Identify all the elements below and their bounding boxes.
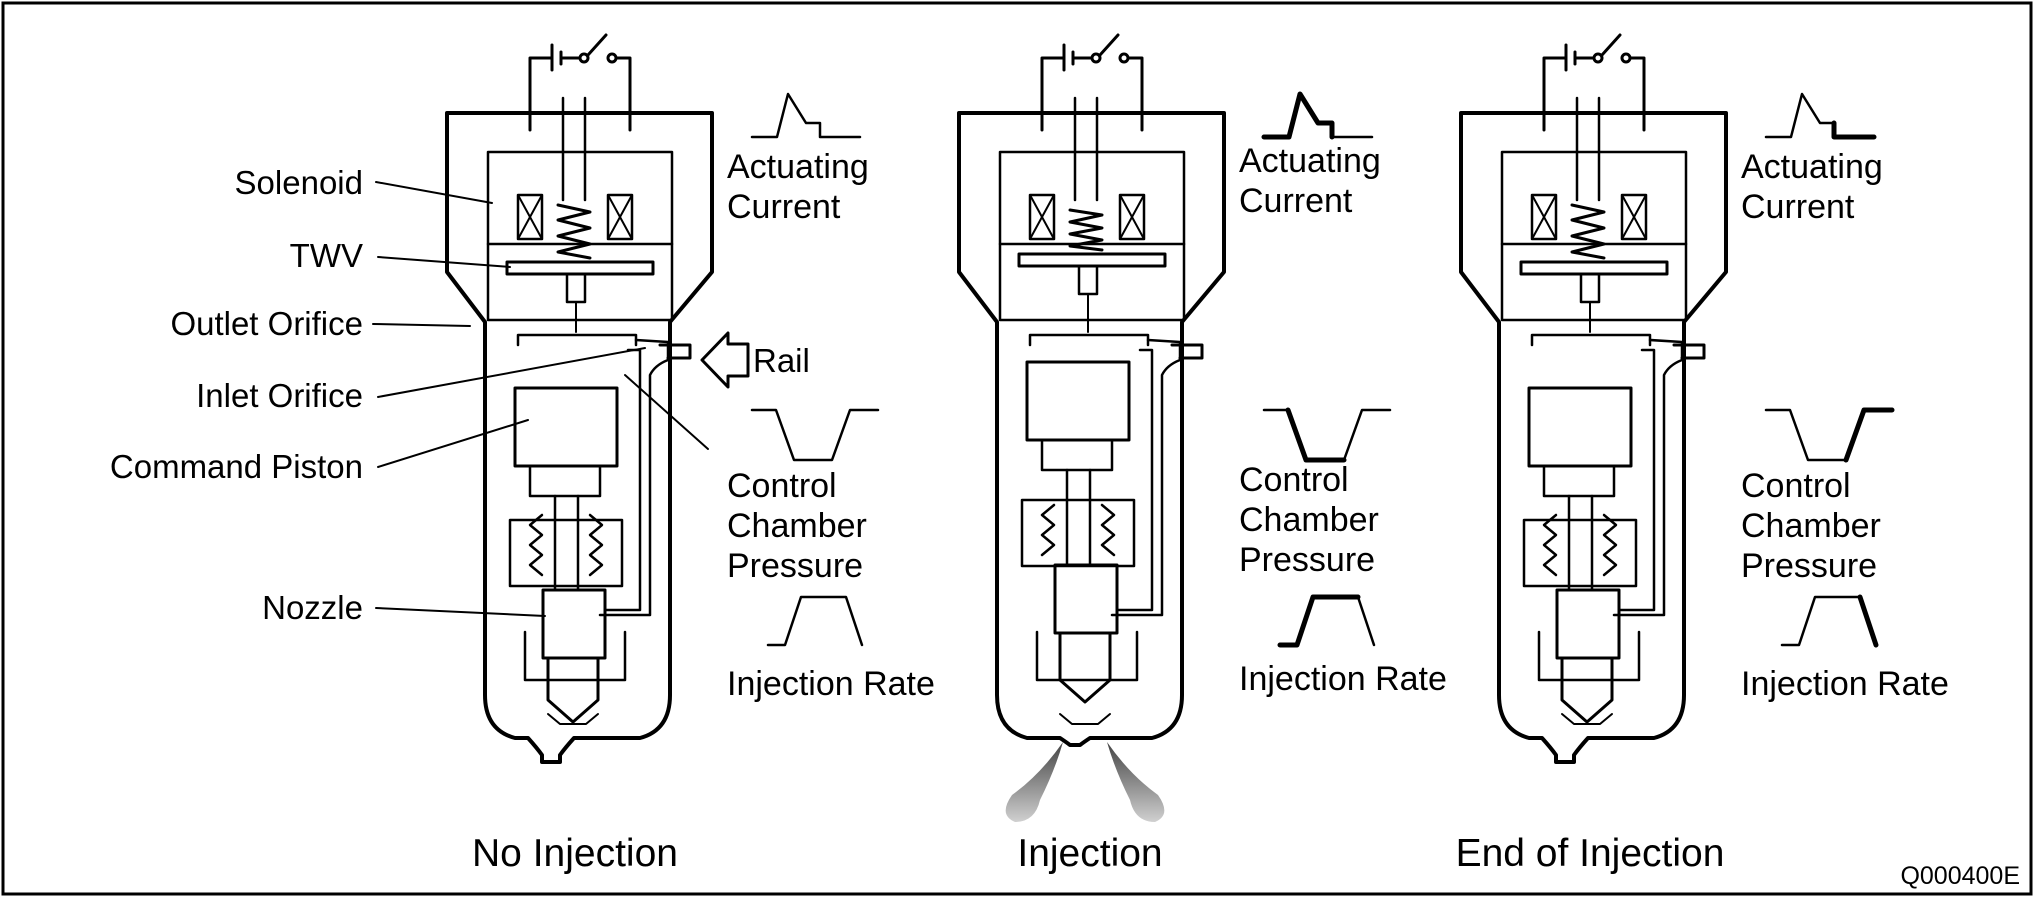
actuating-current-waveform <box>1261 91 1374 140</box>
injector-body <box>1459 33 1728 764</box>
command-piston <box>513 386 619 468</box>
nozzle-needle <box>1555 588 1621 660</box>
injector-body <box>957 33 1226 747</box>
control-chamber-pressure-label: Chamber <box>1741 507 1881 545</box>
actuating-current-label: Current <box>1239 182 1353 220</box>
state-title: Injection <box>1017 832 1162 875</box>
control-chamber-pressure-waveform <box>1262 407 1392 463</box>
solenoid-coil <box>1028 193 1056 241</box>
battery-switch-icon <box>1542 33 1646 132</box>
inlet-orifice-label: Inlet Orifice <box>196 377 363 414</box>
solenoid-coil <box>1620 193 1648 241</box>
solenoid-coil <box>1530 193 1558 241</box>
injection-rate-label: Injection Rate <box>1239 660 1447 698</box>
injection-rate-waveform <box>1277 594 1376 648</box>
twv-label: TWV <box>290 237 363 274</box>
actuating-current-waveform <box>1764 92 1877 140</box>
spring <box>1570 203 1606 260</box>
actuating-current-label: Actuating <box>1741 148 1883 186</box>
panel-end-of-injection: Actuating Current Control Chamber Pressu… <box>1456 33 1949 875</box>
twv-plate <box>1017 252 1167 268</box>
nozzle-label: Nozzle <box>262 589 363 626</box>
command-piston <box>1025 360 1131 442</box>
injection-rate-label: Injection Rate <box>727 665 935 703</box>
control-chamber-pressure-label: Pressure <box>1239 541 1375 579</box>
fuel-spray <box>1107 742 1165 822</box>
solenoid-coil <box>606 193 634 241</box>
state-title: No Injection <box>472 832 678 875</box>
control-chamber-pressure-label: Chamber <box>1239 501 1379 539</box>
solenoid-coil <box>1118 193 1146 241</box>
actuating-current-label: Actuating <box>727 148 869 186</box>
actuating-current-label: Actuating <box>1239 142 1381 180</box>
battery-switch-icon <box>528 33 632 132</box>
solenoid-coil <box>516 193 544 241</box>
injector-body <box>445 33 714 764</box>
injection-rate-waveform <box>1780 594 1879 648</box>
panel-injection: Actuating Current Control Chamber Pressu… <box>957 33 1447 875</box>
state-title: End of Injection <box>1456 832 1725 875</box>
control-chamber-pressure-label: Chamber <box>727 507 867 545</box>
control-chamber-pressure-waveform <box>750 408 880 462</box>
panel-no-injection: Solenoid TWV Outlet Orifice Inlet Orific… <box>110 33 935 875</box>
outlet-orifice-label: Outlet Orifice <box>170 305 363 342</box>
rail-arrow-icon <box>700 331 750 389</box>
battery-switch-icon <box>1040 33 1144 132</box>
actuating-current-label: Current <box>1741 188 1855 226</box>
control-chamber-pressure-label: Pressure <box>1741 547 1877 585</box>
twv-plate <box>505 260 655 276</box>
command-piston-label: Command Piston <box>110 448 363 485</box>
spring <box>556 203 592 260</box>
actuating-current-waveform <box>750 92 862 139</box>
nozzle-needle <box>541 588 607 660</box>
twv-plate <box>1519 260 1669 276</box>
injection-rate-label: Injection Rate <box>1741 665 1949 703</box>
actuating-current-label: Current <box>727 188 841 226</box>
solenoid-label: Solenoid <box>235 164 363 201</box>
control-chamber-pressure-label: Control <box>727 467 837 505</box>
control-chamber-pressure-label: Control <box>1741 467 1851 505</box>
figure-code: Q000400E <box>1900 862 2020 890</box>
control-chamber-pressure-label: Pressure <box>727 547 863 585</box>
control-chamber-pressure-label: Control <box>1239 461 1349 499</box>
fuel-spray <box>1005 742 1063 822</box>
nozzle-needle <box>1053 563 1119 635</box>
control-chamber-pressure-waveform <box>1764 407 1895 463</box>
injection-rate-waveform <box>766 595 864 647</box>
rail-label: Rail <box>753 342 810 379</box>
command-piston <box>1527 386 1633 468</box>
